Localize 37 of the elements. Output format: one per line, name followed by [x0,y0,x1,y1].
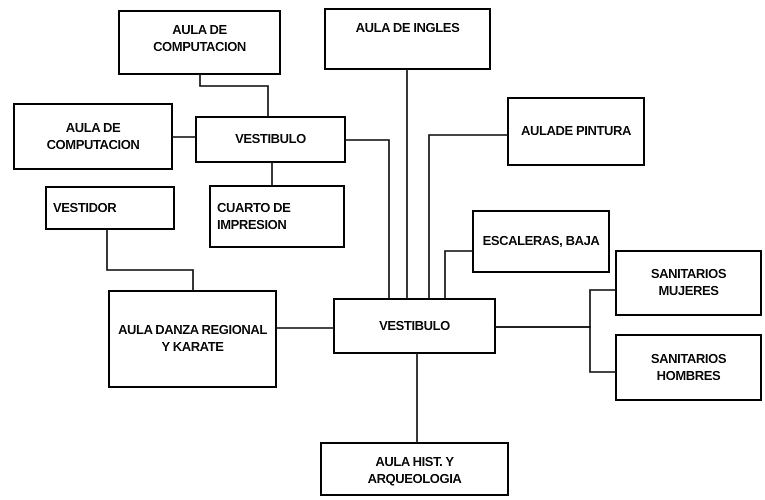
connector-line [346,139,390,298]
room-label: SANITARIOS MUJERES [650,266,728,300]
connector-line [173,136,195,138]
connector-line [106,230,194,290]
connector-line [444,250,472,298]
room-box [118,10,281,75]
room-label: VESTIDOR [53,200,116,216]
room-box [320,442,509,496]
room-box [108,290,277,388]
room-label: SANITARIOS HOMBRES [650,350,728,384]
connector-line [496,326,615,373]
room-box [209,185,345,248]
room-label: ESCALERAS, BAJA [482,233,600,250]
room-label: AULA DANZA REGIONAL Y KARATE [117,322,268,356]
room-box [333,298,496,354]
connector-line [428,134,507,298]
room-box [507,97,645,166]
connector-line [277,327,333,329]
room-label: AULA DE COMPUTACION [152,22,247,56]
room-label: AULA DE COMPUTACION [46,120,140,154]
connector-line [199,75,269,116]
room-label: AULA DE INGLES [356,20,460,37]
room-label: VESTIBULO [235,131,306,148]
room-box [13,103,173,170]
connector-line [406,70,408,298]
room-box [615,334,762,401]
room-box [45,186,175,230]
room-label: AULADE PINTURA [521,123,631,140]
connector-line [271,163,273,185]
room-box [472,210,610,273]
room-label: AULA HIST. Y ARQUEOLOGIA [366,454,462,488]
room-label: CUARTO DE IMPRESION [217,200,292,234]
room-box [615,250,762,316]
room-label: VESTIBULO [379,318,450,334]
room-box [195,116,346,163]
room-box [324,8,491,70]
connector-line [416,354,418,442]
